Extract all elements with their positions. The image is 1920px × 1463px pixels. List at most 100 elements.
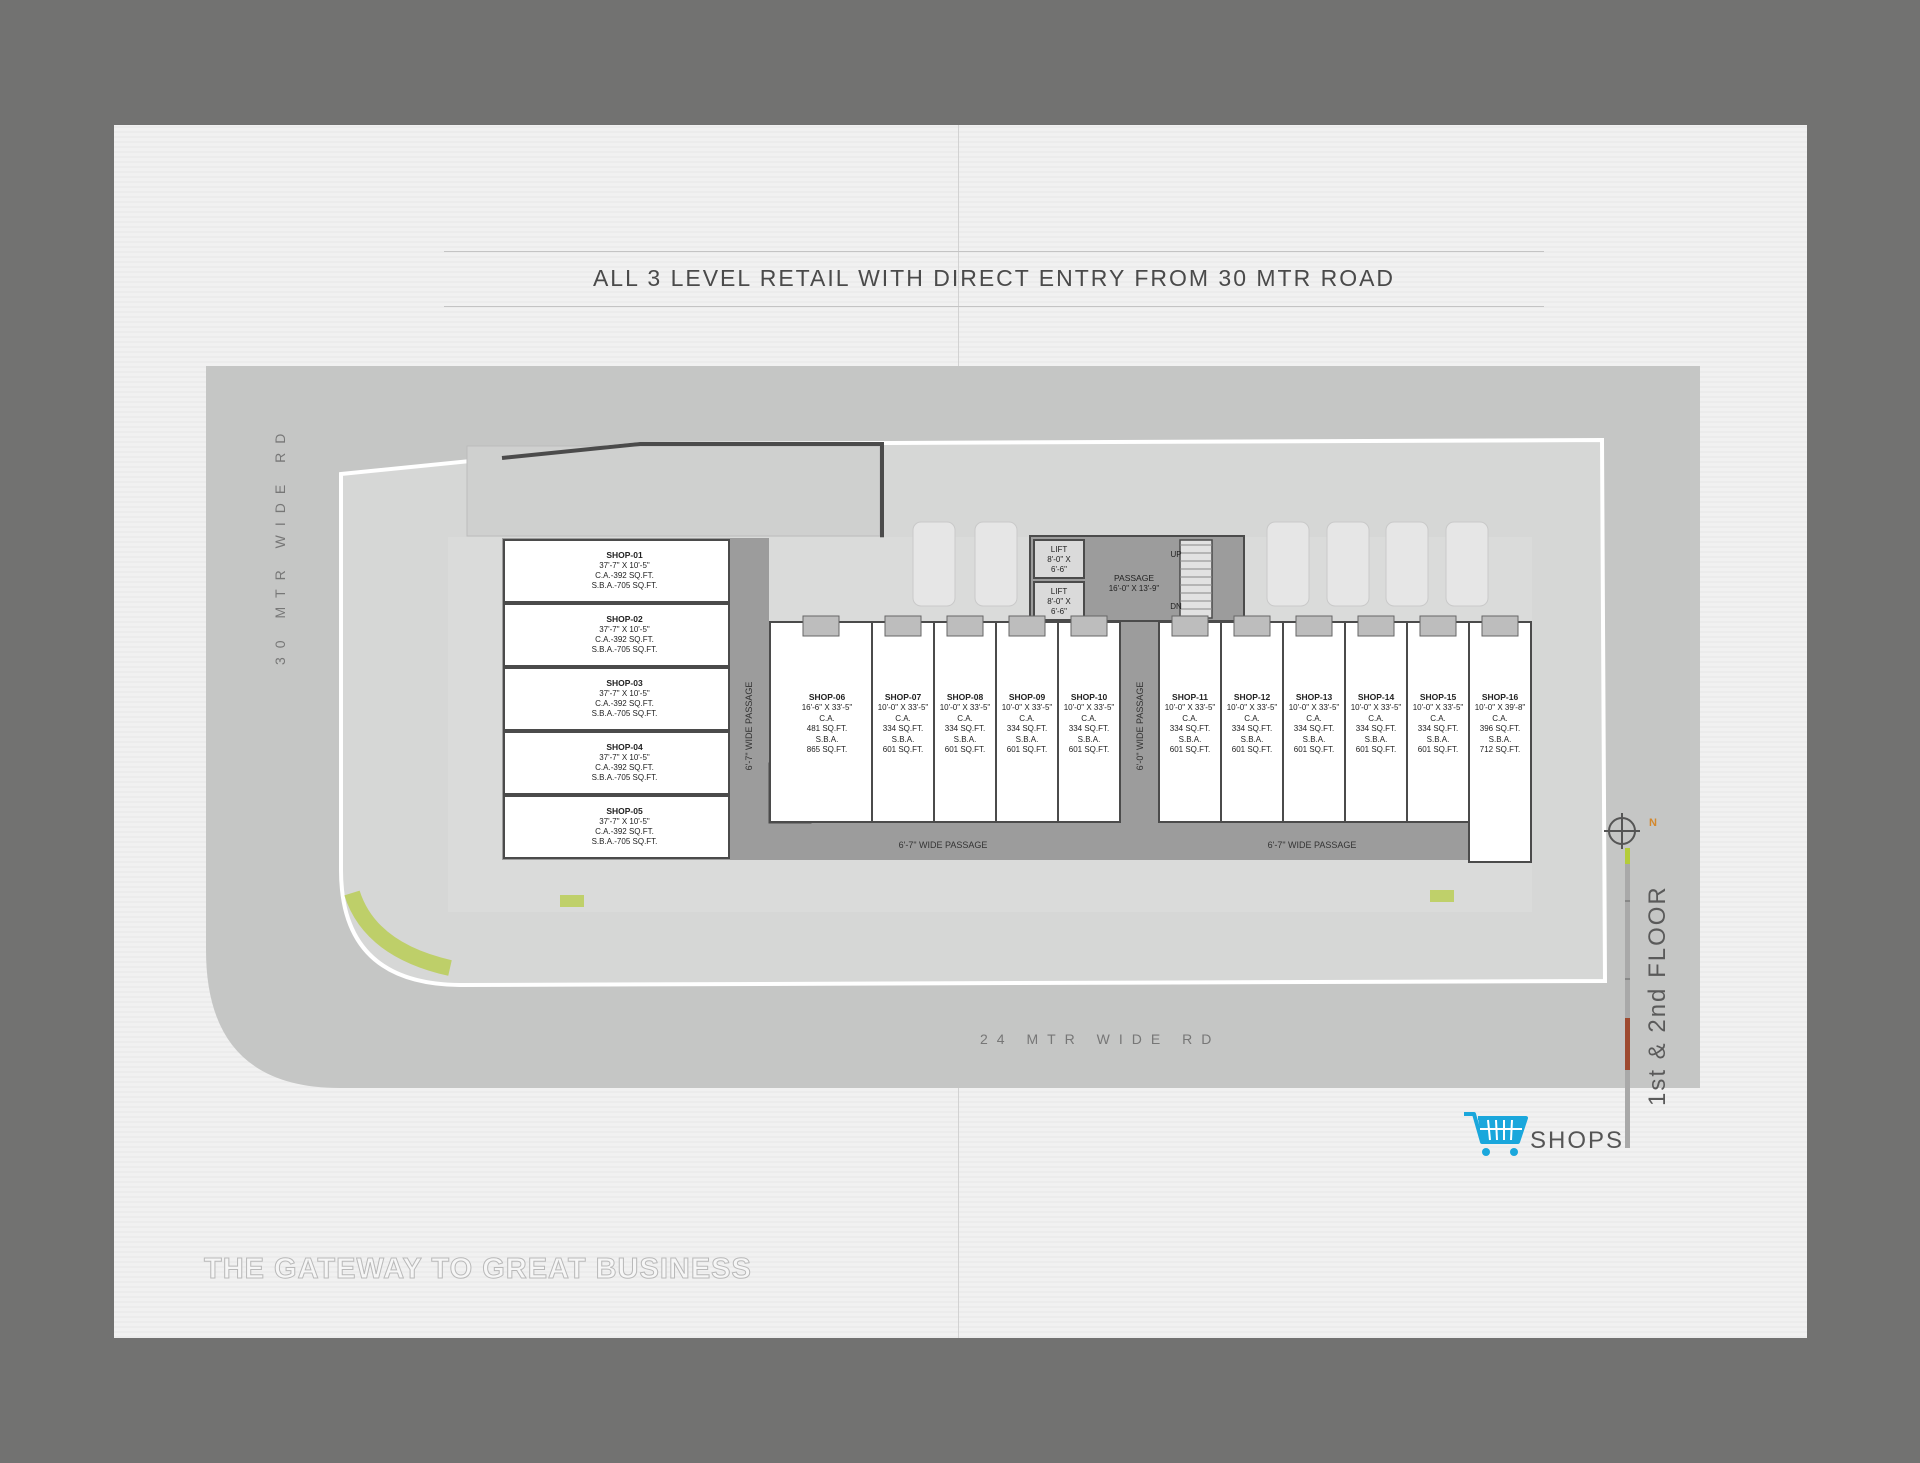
- shop-name: SHOP-10: [1071, 692, 1108, 702]
- shop-name: SHOP-02: [606, 614, 643, 624]
- landscape-curve: [344, 890, 452, 976]
- north-label: N: [1649, 817, 1657, 829]
- shop-name: SHOP-08: [947, 692, 984, 702]
- ramp: [466, 445, 881, 537]
- toilet-block: [802, 615, 840, 637]
- shop-carpet-area: C.A.-392 SQ.FT.: [595, 571, 654, 580]
- shop-unit: [1158, 621, 1222, 823]
- legend-shops-label: SHOPS: [1530, 1127, 1625, 1154]
- headline-rule-top: [444, 251, 1544, 252]
- floor-scale-bar: [1625, 848, 1630, 1148]
- shop-size: 10'-0" X 33'-5": [878, 703, 929, 712]
- shop-built-area: 601 SQ.FT.: [1418, 745, 1458, 754]
- shop-size: 10'-0" X 33'-5": [1413, 703, 1464, 712]
- core-passage-size: 16'-0" X 13'-9": [1109, 584, 1160, 593]
- shop-carpet-area-label: C.A.: [1492, 714, 1508, 723]
- shop-name: SHOP-16: [1482, 692, 1519, 702]
- lift-label: LIFT: [1051, 545, 1068, 554]
- shop-unit: [1468, 621, 1532, 863]
- shop-carpet-area: 334 SQ.FT.: [1418, 724, 1458, 733]
- road-label-west: 30 MTR WIDE RD: [272, 424, 288, 665]
- lift-size: 6'-6": [1051, 565, 1067, 574]
- vertical-passage-right: [1120, 621, 1158, 860]
- bottom-passage-right: [1158, 822, 1469, 860]
- vertical-passage-left: [729, 538, 769, 860]
- shop-unit: [503, 731, 730, 795]
- parking-bay: [912, 521, 956, 607]
- passage-label-bottom-right: 6'-7" WIDE PASSAGE: [1268, 840, 1357, 850]
- shop-carpet-area: 334 SQ.FT.: [1356, 724, 1396, 733]
- shop-name: SHOP-01: [606, 550, 643, 560]
- toilet-block: [1357, 615, 1395, 637]
- shop-carpet-area: 396 SQ.FT.: [1480, 724, 1520, 733]
- shop-built-area: 601 SQ.FT.: [1232, 745, 1272, 754]
- toilet-block: [1008, 615, 1046, 637]
- core-passage-label: PASSAGE: [1114, 573, 1154, 583]
- parking-bay: [1326, 521, 1370, 607]
- shop-carpet-area: 334 SQ.FT.: [1294, 724, 1334, 733]
- shop-carpet-area-label: C.A.: [1019, 714, 1035, 723]
- shop-size: 10'-0" X 33'-5": [1227, 703, 1278, 712]
- shop-carpet-area: 334 SQ.FT.: [1232, 724, 1272, 733]
- shop-carpet-area-label: C.A.: [1430, 714, 1446, 723]
- lift-label: LIFT: [1051, 587, 1068, 596]
- shop-built-area: 601 SQ.FT.: [1170, 745, 1210, 754]
- shop-carpet-area-label: C.A.: [1244, 714, 1260, 723]
- shop-built-area: S.B.A.-705 SQ.FT.: [592, 837, 658, 846]
- shop-name: SHOP-14: [1358, 692, 1395, 702]
- shop-built-area: 865 SQ.FT.: [807, 745, 847, 754]
- toilet-block: [1070, 615, 1108, 637]
- shop-unit: [503, 795, 730, 859]
- toilet-block: [1419, 615, 1457, 637]
- ramp-wall: [501, 442, 884, 538]
- shop-carpet-area: C.A.-392 SQ.FT.: [595, 699, 654, 708]
- stair-up-label: UP: [1170, 550, 1181, 559]
- scale-tick: [1625, 900, 1630, 902]
- parking-bay: [974, 521, 1018, 607]
- shop-carpet-area-label: C.A.: [1306, 714, 1322, 723]
- shop-name: SHOP-13: [1296, 692, 1333, 702]
- shop-unit: [871, 621, 935, 823]
- shop-built-area-label: S.B.A.: [816, 735, 839, 744]
- lift-shaft: [1033, 581, 1085, 621]
- shop-unit: [503, 667, 730, 731]
- shop-name: SHOP-03: [606, 678, 643, 688]
- landscape-patch: [1430, 890, 1454, 902]
- shop-carpet-area-label: C.A.: [895, 714, 911, 723]
- shop-name: SHOP-11: [1172, 692, 1208, 702]
- toilet-block: [946, 615, 984, 637]
- shop-carpet-area: 334 SQ.FT.: [1069, 724, 1109, 733]
- shop-size: 37'-7" X 10'-5": [599, 689, 650, 698]
- shop-name: SHOP-04: [606, 742, 643, 752]
- passage-label-vertical-right: 6'-0" WIDE PASSAGE: [1135, 682, 1145, 771]
- lift-size: 8'-0" X: [1047, 555, 1071, 564]
- parking-bays: [912, 521, 1489, 607]
- scale-segment-rust: [1625, 1018, 1630, 1070]
- shop-carpet-area: 334 SQ.FT.: [1170, 724, 1210, 733]
- shop-name: SHOP-12: [1234, 692, 1271, 702]
- shop-carpet-area: 334 SQ.FT.: [1007, 724, 1047, 733]
- shop-carpet-area-label: C.A.: [819, 714, 835, 723]
- scale-segment-green: [1625, 848, 1630, 864]
- north-compass-icon: [1604, 813, 1640, 849]
- shop-built-area: 601 SQ.FT.: [1356, 745, 1396, 754]
- shop-unit: [769, 621, 873, 823]
- shop-unit: [995, 621, 1059, 823]
- shop-carpet-area: C.A.-392 SQ.FT.: [595, 827, 654, 836]
- parking-bay: [1445, 521, 1489, 607]
- shop-unit: [503, 603, 730, 667]
- lift-shaft: [1033, 539, 1085, 579]
- shop-name: SHOP-09: [1009, 692, 1046, 702]
- lift-size: 8'-0" X: [1047, 597, 1071, 606]
- parking-bay: [1266, 521, 1310, 607]
- shop-built-area: 601 SQ.FT.: [883, 745, 923, 754]
- shop-carpet-area: 481 SQ.FT.: [807, 724, 847, 733]
- shop-built-area-label: S.B.A.: [1427, 735, 1450, 744]
- tagline: THE GATEWAY TO GREAT BUSINESS: [204, 1253, 752, 1286]
- shop-built-area-label: S.B.A.: [1078, 735, 1101, 744]
- shop-unit: [1057, 621, 1121, 823]
- shop-size: 10'-0" X 33'-5": [940, 703, 991, 712]
- shop-built-area: S.B.A.-705 SQ.FT.: [592, 581, 658, 590]
- shop-carpet-area-label: C.A.: [957, 714, 973, 723]
- shop-built-area: S.B.A.-705 SQ.FT.: [592, 773, 658, 782]
